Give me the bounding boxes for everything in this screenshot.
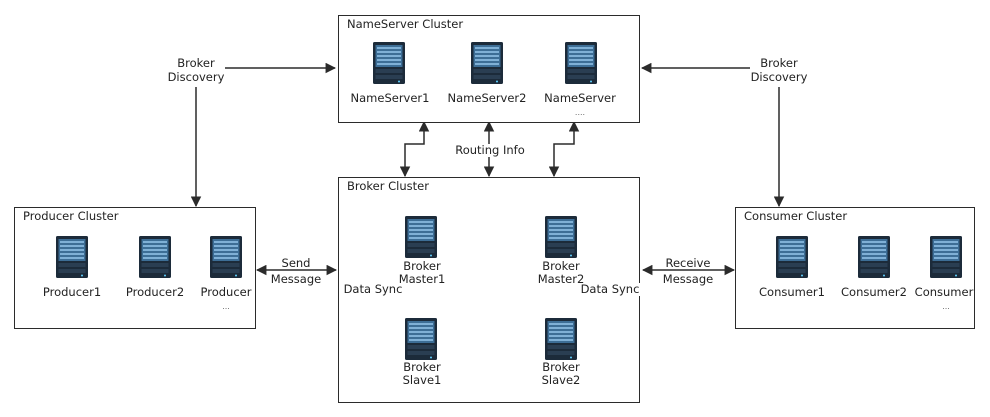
consumer3-server-icon	[930, 236, 962, 278]
consumer-cluster-title: Consumer Cluster	[744, 209, 848, 223]
nameserver3-label: NameServer	[544, 91, 616, 105]
nameserver2-server-icon	[471, 42, 503, 84]
producer3-label: Producer	[200, 285, 252, 299]
broker-discovery-left-label-line1: Broker	[177, 56, 215, 70]
broker-master1-label-line1: Broker	[403, 259, 441, 273]
send-message-label-line1: Send	[281, 256, 311, 270]
nameserver1-label: NameServer1	[350, 91, 430, 105]
broker-discovery-right-label-line2: Discovery	[750, 70, 808, 84]
broker-master2-label-line1: Broker	[542, 259, 580, 273]
nameserver3-server-icon	[565, 42, 597, 84]
receive-message-label-line2: Message	[662, 272, 714, 286]
consumer2-label: Consumer2	[841, 285, 907, 299]
nameserver1-server-icon	[373, 42, 405, 84]
broker-slave2-server-icon	[545, 318, 577, 360]
producer3-server-icon	[210, 236, 242, 278]
receive-message-label-line1: Receive	[665, 256, 711, 270]
data-sync-right-label: Data Sync	[580, 282, 640, 296]
routing-info-label: Routing Info	[448, 144, 532, 157]
producer1-server-icon	[56, 236, 88, 278]
broker-master2-server-icon	[545, 216, 577, 258]
broker-cluster-title: Broker Cluster	[347, 179, 429, 193]
broker-master1-server-icon	[405, 216, 437, 258]
broker-master2-label-line2: Master2	[537, 272, 585, 286]
consumer-ellipsis: ...	[942, 302, 950, 311]
nameserver-ellipsis: ....	[574, 108, 586, 117]
producer1-label: Producer1	[42, 285, 102, 299]
producer2-label: Producer2	[125, 285, 185, 299]
producer-cluster-title: Producer Cluster	[23, 209, 119, 223]
consumer2-server-icon	[858, 236, 890, 278]
consumer1-server-icon	[776, 236, 808, 278]
nameserver-cluster-title: NameServer Cluster	[347, 17, 464, 31]
broker-discovery-left-label-line2: Discovery	[167, 70, 225, 84]
edge-routing-left	[399, 120, 430, 178]
broker-slave2-label-line1: Broker	[542, 360, 580, 374]
edge-routing-right	[548, 120, 580, 178]
data-sync-left-label: Data Sync	[341, 283, 405, 296]
consumer1-label: Consumer1	[759, 285, 825, 299]
nameserver2-label: NameServer2	[447, 91, 527, 105]
broker-slave2-label-line2: Slave2	[541, 373, 581, 387]
producer2-server-icon	[139, 236, 171, 278]
broker-master1-label-line2: Master1	[398, 272, 446, 286]
broker-slave1-label-line2: Slave1	[402, 373, 442, 387]
send-message-label-line2: Message	[270, 272, 322, 286]
broker-slave1-server-icon	[405, 318, 437, 360]
consumer3-label: Consumer	[914, 286, 974, 299]
broker-slave1-label-line1: Broker	[403, 360, 441, 374]
broker-discovery-right-label-line1: Broker	[760, 56, 798, 70]
producer-ellipsis: ...	[222, 302, 230, 311]
